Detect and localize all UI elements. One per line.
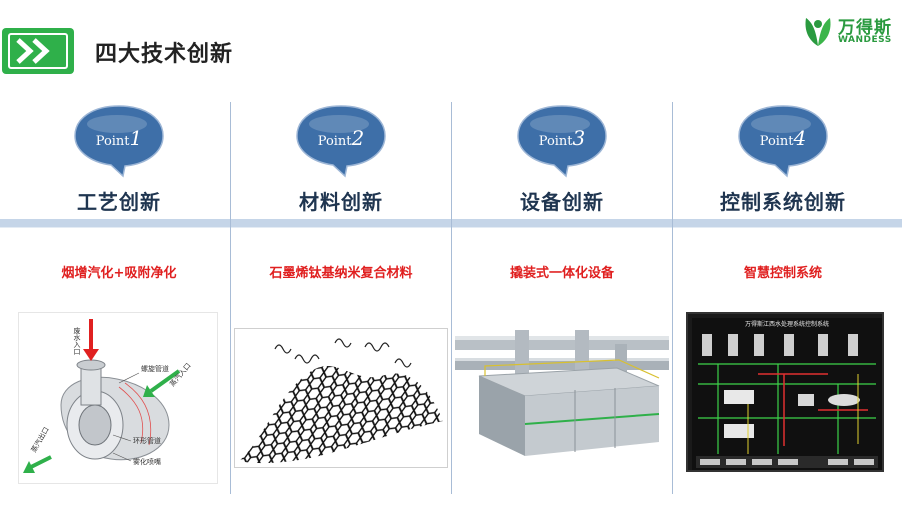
double-chevron-right-icon (16, 38, 50, 64)
svg-text:螺旋管道: 螺旋管道 (141, 364, 169, 373)
column-heading: 材料创新 (299, 190, 383, 214)
svg-text:蒸汽出口: 蒸汽出口 (29, 425, 51, 454)
svg-text:雾化喷嘴: 雾化喷嘴 (133, 457, 161, 466)
skid-equipment-image (455, 324, 669, 462)
column-divider (672, 102, 673, 494)
svg-text:废水入口: 废水入口 (73, 326, 81, 355)
section-badge (2, 28, 74, 74)
point-bubble: Point1 (71, 104, 167, 178)
logo-english-name: WANDESS (838, 35, 892, 45)
column-divider (451, 102, 452, 494)
column-subtitle: 撬装式一体化设备 (509, 266, 614, 281)
column-material: Point2 材料创新 石墨烯钛基纳米复合材料 (230, 102, 452, 494)
column-divider (230, 102, 231, 494)
column-subtitle: 烟增汽化+吸附净化 (61, 266, 177, 281)
column-equipment: Point3 设备创新 撬装式一体化设备 (451, 102, 673, 494)
column-subtitle: 石墨烯钛基纳米复合材料 (269, 266, 413, 281)
graphene-image (234, 328, 448, 468)
column-heading: 工艺创新 (77, 190, 161, 214)
column-control-system: Point4 控制系统创新 智慧控制系统 万得斯江西水处理系统控制系统 (672, 102, 894, 494)
svg-text:环形管道: 环形管道 (133, 436, 161, 445)
point-bubble: Point3 (514, 104, 610, 178)
column-subtitle: 智慧控制系统 (743, 266, 822, 281)
vaporizer-diagram: 废水入口 螺旋管道 蒸汽入口 蒸汽出口 环形管道 雾化喷嘴 (18, 312, 218, 484)
logo-chinese-name: 万得斯 (838, 18, 892, 38)
leaf-logo-icon (805, 18, 831, 46)
page-title: 四大技术创新 (95, 42, 234, 67)
column-heading: 设备创新 (520, 190, 604, 214)
svg-text:万得斯江西水处理系统控制系统: 万得斯江西水处理系统控制系统 (745, 320, 829, 328)
point-bubble: Point4 (735, 104, 831, 178)
column-heading: 控制系统创新 (720, 190, 846, 214)
brand-logo: 万得斯 WANDESS (800, 12, 896, 50)
point-bubble: Point2 (293, 104, 389, 178)
column-process: Point1 工艺创新 烟增汽化+吸附净化 (8, 102, 230, 494)
control-screen-image: 万得斯江西水处理系统控制系统 (686, 312, 884, 472)
